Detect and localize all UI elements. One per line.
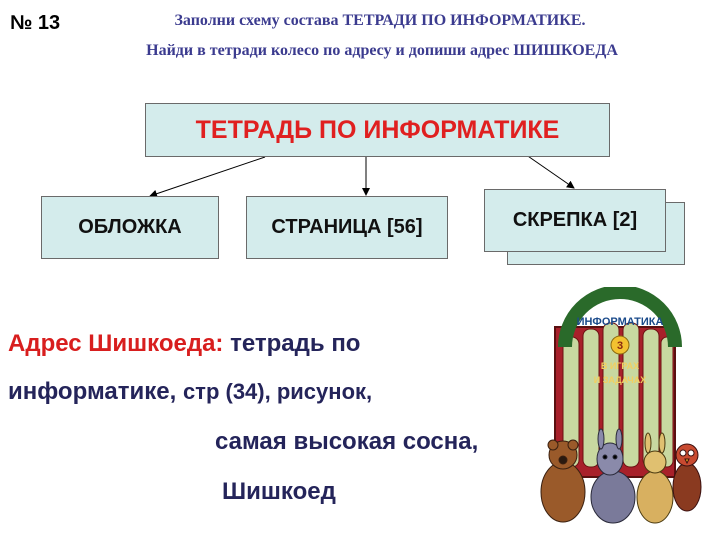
book-badge: [610, 335, 630, 355]
arrow-to-clip: [521, 151, 575, 189]
address-line-4: Шишкоед: [222, 478, 336, 505]
task-number: № 13: [10, 12, 61, 34]
book-cover-image: ИНФОРМАТИКА 3 В ИГРАХ И ЗАДАЧАХ: [535, 287, 705, 531]
diagram-node-cover: ОБЛОЖКА: [41, 196, 219, 259]
address-part-1: тетрадь по: [230, 330, 361, 357]
instruction-line-2: Найди в тетради колесо по адресу и допиш…: [146, 42, 618, 59]
book-arch: [558, 287, 682, 348]
book-title: ИНФОРМАТИКА: [577, 316, 664, 328]
address-line-1: Адрес Шишкоеда: тетрадь по: [8, 330, 360, 358]
instruction-line-1: Заполни схему состава ТЕТРАДИ ПО ИНФОРМА…: [174, 12, 586, 29]
address-label: Адрес Шишкоеда:: [8, 330, 224, 357]
address-line-3: самая высокая сосна,: [215, 428, 479, 455]
diagram-node-clip: СКРЕПКА [2]: [484, 189, 666, 252]
cartoon-donkey: [590, 428, 636, 524]
cartoon-bear: [540, 439, 586, 523]
arrow-to-cover: [149, 156, 266, 198]
diagram-node-page: СТРАНИЦА [56]: [246, 196, 448, 259]
diagram-arrows: [149, 151, 575, 198]
address-part-2b: стр (34), рисунок,: [182, 379, 373, 404]
address-part-2a: информатике,: [8, 378, 177, 405]
address-line-2: информатике, стр (34), рисунок,: [8, 378, 372, 406]
book-badge-number: 3: [617, 340, 623, 352]
cartoon-rabbit: [636, 432, 674, 524]
cartoon-owl: [672, 443, 702, 512]
book-subtitle-1: В ИГРАХ: [601, 361, 639, 371]
book-subtitle-2: И ЗАДАЧАХ: [594, 375, 647, 385]
diagram-root-notebook: ТЕТРАДЬ ПО ИНФОРМАТИКЕ: [145, 103, 610, 157]
